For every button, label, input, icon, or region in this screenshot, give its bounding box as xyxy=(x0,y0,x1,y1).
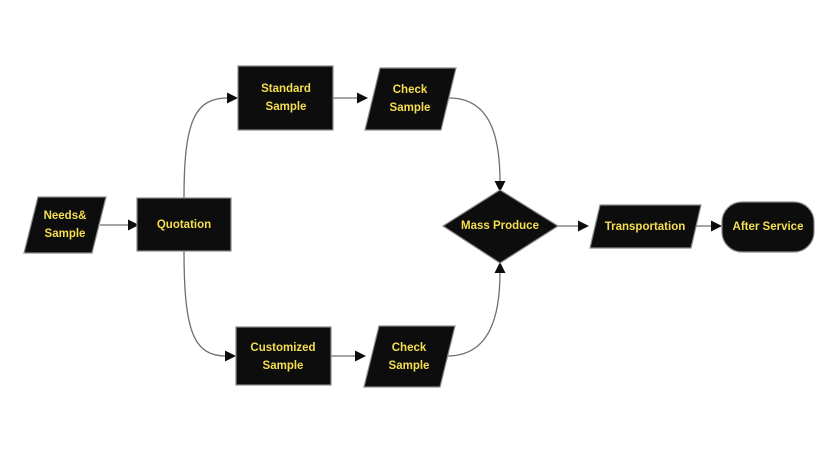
rectangle-shape xyxy=(237,65,334,131)
edge-check-top-to-mass xyxy=(448,97,506,192)
edge-line xyxy=(183,97,229,199)
node-label-line1: After Service xyxy=(733,221,804,233)
node-label-line1: Standard xyxy=(261,83,311,95)
node-quotation[interactable]: Quotation xyxy=(136,197,232,252)
rectangle-shape xyxy=(235,326,332,386)
rectangle-shape xyxy=(136,197,232,252)
edge-customized-to-check-bottom xyxy=(331,350,366,362)
arrowhead-icon xyxy=(128,219,139,231)
parallelogram-shape xyxy=(363,325,456,388)
arrowhead-icon xyxy=(357,92,368,104)
node-after-service[interactable]: After Service xyxy=(721,201,815,253)
node-label-line2: Sample xyxy=(45,228,86,240)
edge-needs-to-quotation xyxy=(100,219,139,231)
edge-mass-to-transportation xyxy=(558,220,589,232)
diamond-shape xyxy=(441,189,560,264)
parallelogram-shape xyxy=(23,196,107,254)
node-needs-sample[interactable]: Needs& Sample xyxy=(23,196,107,254)
node-customized-sample[interactable]: Customized Sample xyxy=(235,326,332,386)
node-label-line1: Quotation xyxy=(157,219,211,231)
node-label-line1: Mass Produce xyxy=(461,220,539,232)
node-transportation[interactable]: Transportation xyxy=(589,204,702,249)
edge-quotation-to-standard xyxy=(183,92,238,199)
node-label-line1: Needs& xyxy=(44,210,87,222)
node-standard-sample[interactable]: Standard Sample xyxy=(237,65,334,131)
arrowhead-icon xyxy=(227,92,238,104)
node-label-line2: Sample xyxy=(263,360,304,372)
edge-line xyxy=(446,271,501,357)
edge-check-bottom-to-mass xyxy=(446,262,506,357)
node-label-line1: Customized xyxy=(250,342,315,354)
arrowhead-icon xyxy=(494,181,506,192)
node-check-sample-bottom[interactable]: Check Sample xyxy=(363,325,456,388)
arrowhead-icon xyxy=(578,220,589,232)
arrowhead-icon xyxy=(225,350,236,362)
node-label-line1: Check xyxy=(392,342,427,354)
node-mass-produce[interactable]: Mass Produce xyxy=(441,189,560,264)
arrowhead-icon xyxy=(711,220,722,232)
parallelogram-shape xyxy=(364,67,457,131)
node-label-line1: Check xyxy=(393,84,428,96)
node-check-sample-top[interactable]: Check Sample xyxy=(364,67,457,131)
node-label-line1: Transportation xyxy=(605,221,686,233)
arrowhead-icon xyxy=(355,350,366,362)
node-label-line2: Sample xyxy=(389,360,430,372)
node-label-line2: Sample xyxy=(266,101,307,113)
parallelogram-shape xyxy=(589,204,702,249)
edge-quotation-to-customized xyxy=(183,249,236,362)
edge-line xyxy=(448,97,501,183)
node-label-line2: Sample xyxy=(390,102,431,114)
stadium-shape xyxy=(721,201,815,253)
edge-line xyxy=(183,249,227,357)
arrowhead-icon xyxy=(494,262,506,273)
edge-standard-to-check-top xyxy=(333,92,368,104)
edge-transportation-to-after-service xyxy=(694,220,722,232)
